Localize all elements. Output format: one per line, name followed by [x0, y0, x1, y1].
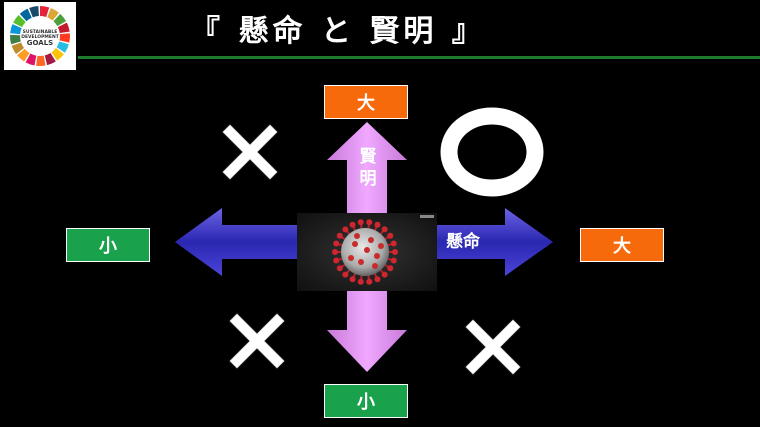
cross-mark-bottom-left — [228, 312, 286, 370]
virus-surface-dot — [348, 255, 354, 261]
virus-spike-tip — [390, 240, 397, 247]
virus-spike-tip — [332, 249, 338, 255]
virus-spike-tip — [381, 271, 388, 278]
sdg-wheel-segment — [40, 6, 50, 17]
virus-surface-dot — [372, 263, 378, 269]
virus-spike-tip — [342, 271, 349, 278]
circle-mark-top-right — [440, 107, 544, 197]
arrow-vertical-text: 賢明 — [359, 147, 377, 189]
virus-spike-tip — [381, 226, 388, 233]
virus-spike-tip — [366, 278, 373, 285]
arrow-horizontal-text: 懸命 — [446, 232, 480, 252]
sdg-wheel-segment — [10, 34, 21, 45]
sdg-wheel-segment — [10, 24, 22, 35]
virus-spike-tip — [366, 219, 373, 226]
sdg-wheel-segment — [13, 14, 26, 28]
label-bottom: 小 — [324, 384, 408, 418]
virus-spike-tip — [374, 221, 381, 228]
logo-text-2: DEVELOPMENT — [21, 34, 60, 40]
sdg-wheel-segment — [53, 13, 67, 27]
sdg-wheel-segment — [51, 48, 64, 61]
sdgs-logo: SUSTAINABLE DEVELOPMENT GOALS — [4, 2, 76, 70]
virus-surface-dot — [358, 259, 364, 265]
sdg-wheel-segment — [47, 8, 59, 21]
label-top: 大 — [324, 85, 408, 119]
virus-spike-tip — [387, 232, 394, 239]
sdg-wheel-segment — [11, 42, 25, 55]
virus-image — [297, 213, 437, 291]
arrow-right — [436, 208, 553, 276]
arrow-left — [175, 208, 298, 276]
virus-spike-tip — [357, 219, 364, 226]
sdg-wheel-segment — [56, 41, 69, 53]
virus-spike-tip — [333, 257, 340, 264]
label-left: 小 — [66, 228, 150, 262]
logo-text-1: SUSTAINABLE — [23, 29, 58, 35]
virus-surface-dot — [354, 233, 360, 239]
virus-spike-tip — [349, 276, 356, 283]
virus-spike-tip — [357, 278, 364, 285]
virus-surface-dot — [378, 243, 384, 249]
virus-spike-tip — [349, 221, 356, 228]
sdg-wheel-segment — [19, 8, 32, 22]
sdg-wheel-segment — [57, 22, 70, 34]
virus-spike-tip — [387, 265, 394, 272]
sdg-wheel-segment — [29, 6, 39, 18]
virus-spike-tip — [392, 249, 398, 255]
cross-mark-bottom-right — [464, 318, 522, 376]
sdg-wheel-segment — [17, 48, 30, 62]
sdgs-wheel-icon: SUSTAINABLE DEVELOPMENT GOALS — [10, 6, 70, 66]
label-right: 大 — [580, 228, 664, 262]
virus-spike-tip — [336, 265, 343, 272]
sdg-wheel-segment — [59, 33, 70, 43]
logo-text-3: GOALS — [27, 39, 53, 47]
arrow-down — [327, 290, 407, 372]
title-underline — [78, 56, 760, 59]
sdg-wheel-segment — [25, 53, 37, 66]
virus-spike-tip — [342, 226, 349, 233]
virus-spike-tip — [333, 240, 340, 247]
virus-surface-dot — [364, 247, 370, 253]
sdg-wheel-segment — [36, 55, 46, 66]
virus-surface-dot — [352, 241, 358, 247]
cross-mark-top-left — [221, 123, 279, 181]
virus-spike-tip — [390, 257, 397, 264]
slide-title: 『 懸命 と 賢明 』 — [190, 14, 486, 49]
virus-spike-tip — [374, 276, 381, 283]
virus-surface-dot — [374, 253, 380, 259]
sdg-wheel-segment — [44, 53, 56, 66]
arrow-up — [327, 122, 407, 215]
virus-spike-tip — [336, 232, 343, 239]
virus-surface-dot — [368, 237, 374, 243]
